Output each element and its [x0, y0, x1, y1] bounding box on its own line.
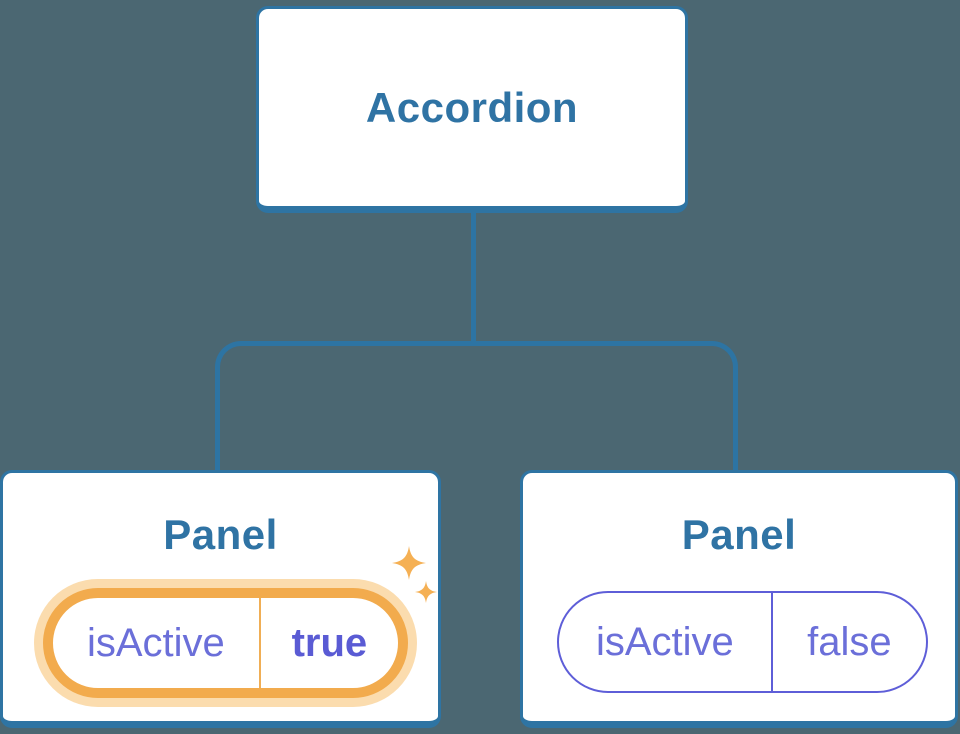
panel-node-active: Panel isActive true	[0, 470, 441, 728]
state-key-label: isActive	[595, 619, 734, 664]
sparkles-icon	[392, 546, 437, 603]
state-value-label: false	[770, 593, 926, 691]
panel-node-label: Panel	[163, 511, 278, 558]
state-key-label: isActive	[86, 620, 225, 665]
panel-node-inactive: Panel isActive false	[520, 470, 958, 728]
connector-bracket-line	[215, 341, 738, 470]
connector-stem-line	[471, 213, 476, 344]
state-value-label: true	[258, 598, 398, 688]
accordion-node-label: Accordion	[365, 83, 579, 131]
panel-node-label: Panel	[681, 511, 797, 558]
accordion-node: Accordion	[256, 6, 688, 213]
state-pill-inactive: isActive false	[557, 591, 928, 693]
state-pill-active: isActive true	[43, 588, 408, 698]
